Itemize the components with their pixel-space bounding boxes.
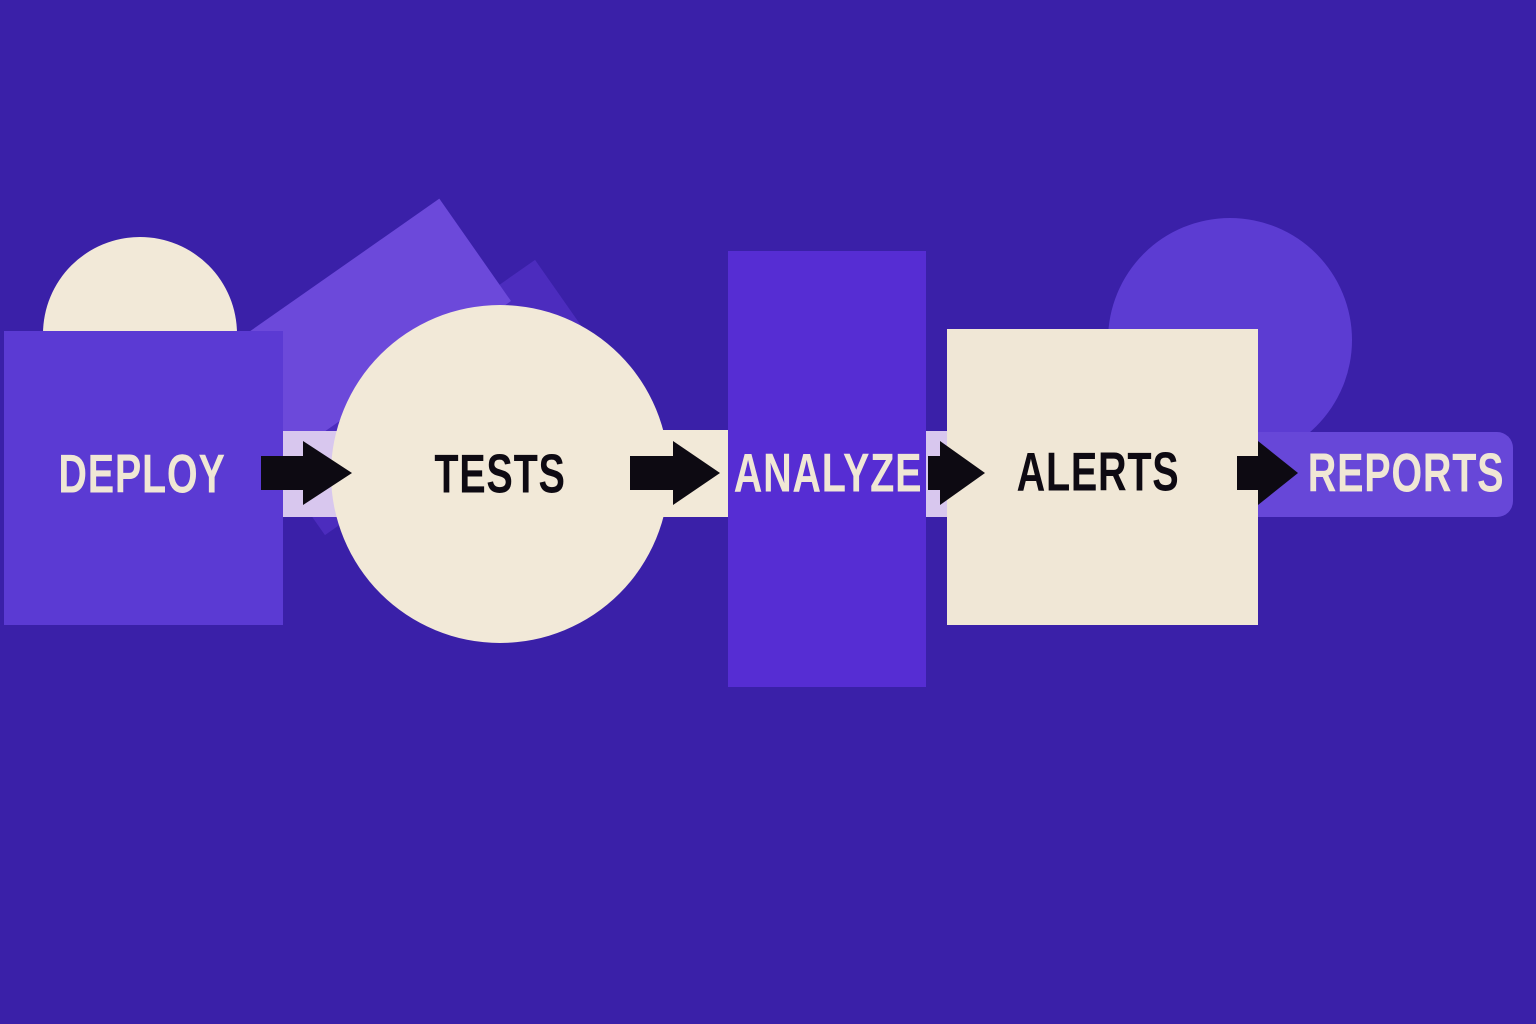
stage-shape-alerts-square — [947, 329, 1258, 625]
stage-label-tests: TESTS — [434, 442, 566, 505]
arrow-shaft — [928, 456, 940, 490]
arrow-right-icon — [630, 441, 720, 505]
stage-shape-analyze-rectangle — [728, 251, 926, 687]
arrow-right-icon — [261, 441, 352, 505]
arrow-head — [1258, 441, 1298, 505]
stage-label-reports: REPORTS — [1307, 441, 1505, 504]
arrow-shaft — [630, 456, 673, 490]
arrow-shaft — [261, 456, 303, 490]
stage-shape-deploy-square — [4, 331, 283, 625]
arrow-head — [673, 441, 720, 505]
stage-label-alerts: ALERTS — [1016, 440, 1180, 503]
arrow-head — [303, 441, 352, 505]
arrow-shaft — [1237, 456, 1258, 490]
arrow-right-icon — [928, 441, 985, 505]
arrow-head — [940, 441, 985, 505]
stage-shape-tests-circle — [331, 305, 669, 643]
arrow-right-icon — [1237, 441, 1298, 505]
stage-label-analyze: ANALYZE — [733, 441, 923, 504]
stage-label-deploy: DEPLOY — [58, 442, 226, 505]
